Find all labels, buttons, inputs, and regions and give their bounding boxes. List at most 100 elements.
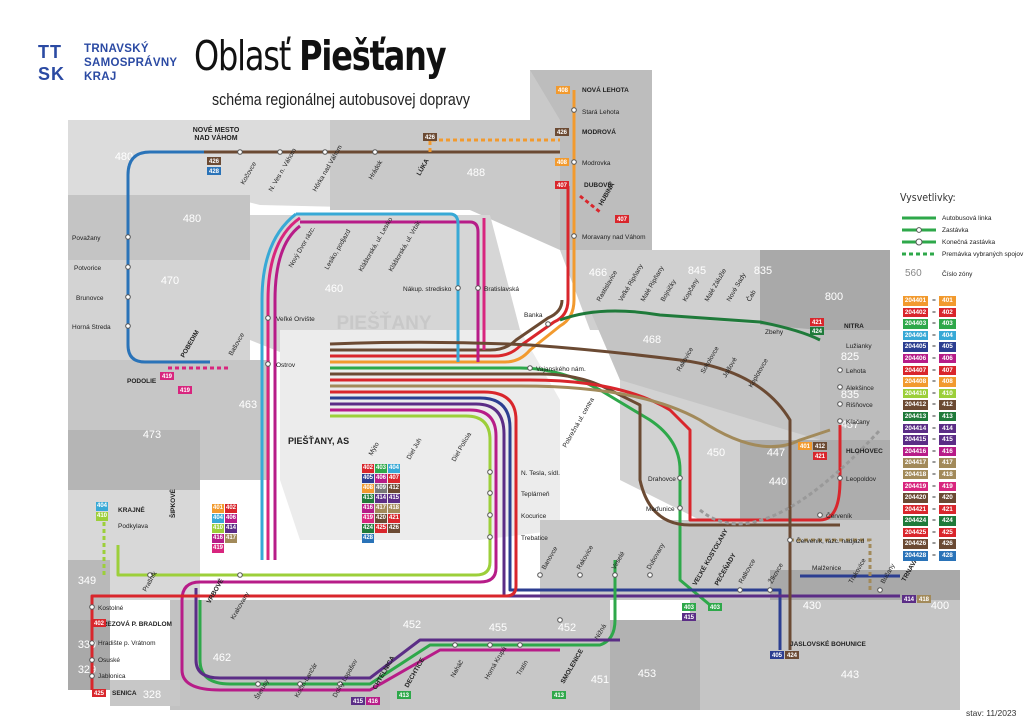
badge-426-modrova-text: 426 <box>557 130 568 136</box>
badge-413-dechtice <box>397 691 411 699</box>
line-code-row: 204406=406 <box>903 353 957 366</box>
badge-408-top <box>556 86 570 94</box>
hub-line-badge: 409 <box>375 484 387 493</box>
equals-sign: = <box>932 436 936 444</box>
hub-line-badge: 408 <box>362 484 374 493</box>
line-number: 424 <box>939 516 956 526</box>
title-light: Oblasť <box>194 32 291 80</box>
zone-number: 455 <box>489 622 507 634</box>
line-405 <box>330 396 782 650</box>
stop <box>817 512 823 518</box>
stop <box>487 512 493 518</box>
stop-label: Banka <box>524 312 543 319</box>
line-408 <box>330 90 576 364</box>
equals-sign: = <box>932 343 936 351</box>
equals-sign: = <box>932 389 936 397</box>
line-number: 405 <box>939 342 956 352</box>
hub-line-badge: 410 <box>96 512 108 521</box>
stop-label: Rišňovce <box>846 402 873 409</box>
badge-419-pobedim <box>178 386 192 394</box>
zone-number: 457 <box>841 419 859 431</box>
line-407 <box>330 186 570 358</box>
line-code-row: 204405 =405 <box>903 342 957 354</box>
badge-407-dubove-text: 407 <box>557 183 568 189</box>
line-412 <box>330 372 840 527</box>
zone-number: 462 <box>213 652 231 664</box>
stop-label: Alekšince <box>846 385 874 392</box>
stop-label: Osuské <box>98 657 120 664</box>
stop <box>372 149 378 155</box>
stop-label: Červeník <box>826 511 853 520</box>
stop <box>237 149 243 155</box>
legend-item-terminal: Konečná zastávka <box>900 237 1020 249</box>
stop <box>265 361 271 367</box>
zone-number: 845 <box>688 265 706 277</box>
stop <box>475 285 481 291</box>
stop-label: Kľačany <box>846 419 870 426</box>
badge-414-trnava-text: 414 <box>904 597 915 603</box>
stop <box>455 285 461 291</box>
zone-number: 468 <box>643 334 661 346</box>
stop <box>557 617 563 623</box>
legend: Vysvetlivky: Autobusová linka Zastávka K… <box>900 192 1023 281</box>
zone-number: 450 <box>707 447 725 459</box>
badge-413-smolenice-text: 413 <box>554 693 565 699</box>
badge-403-kostolany-text: 403 <box>684 605 695 611</box>
badge-419-pobedim-text: 419 <box>180 388 191 394</box>
legend-item-selected: Premávka vybraných spojov <box>900 249 1023 261</box>
line-code: 204410 <box>903 388 928 399</box>
stop-label: Kostolné <box>98 605 124 612</box>
legend-item-stop: Zastávka <box>900 225 1020 237</box>
stop-label: Potvorice <box>74 265 101 272</box>
line-code: 204404 <box>903 330 928 341</box>
stop-label: BREZOVÁ P. BRADLOM <box>98 619 172 628</box>
line-code-row: 204421=421 <box>903 504 957 517</box>
line-dashed-east <box>790 538 872 590</box>
stop-label: Drahovce <box>648 476 676 483</box>
line-code: 204413 <box>903 411 928 422</box>
zone-north-strip <box>530 70 652 250</box>
equals-sign: = <box>932 470 936 478</box>
line-404 <box>260 212 460 560</box>
stop <box>837 475 843 481</box>
stop <box>767 587 773 593</box>
stop-label: KRAJNÉ <box>118 505 145 514</box>
line-number: 414 <box>939 423 956 434</box>
line-code: 204405 <box>903 342 928 352</box>
hub-line-badge: 421 <box>388 514 400 523</box>
stop <box>277 149 283 155</box>
badge-425-senica-text: 425 <box>94 691 105 697</box>
line-code: 204408 <box>903 377 928 387</box>
line-401 <box>330 384 831 449</box>
zone-number: 460 <box>325 283 343 295</box>
stop-label: HLOHOVEC <box>846 448 883 455</box>
stop-label: Brunovce <box>76 295 104 302</box>
zone-numbers: 480 488 480 470 460 466 845 835 800 825 … <box>78 151 949 701</box>
stop-label: JASLOVSKÉ BOHUNICE <box>790 639 867 648</box>
line-code: 204418 <box>903 469 928 480</box>
city-label: PIEŠŤANY <box>336 312 431 334</box>
line-badges: 426 428 426 408 426 408 407 407 419 419 … <box>92 86 931 705</box>
line-code-row: 204410=410 <box>903 388 957 401</box>
stop-label: Moravany nad Váhom <box>582 234 646 241</box>
stop-label: SENICA <box>112 690 137 697</box>
badge-428 <box>207 167 221 175</box>
stop <box>452 642 458 648</box>
stop-label: Vajanského nám. <box>536 366 586 373</box>
zone-number: 466 <box>589 267 607 279</box>
stop <box>837 384 843 390</box>
equals-sign: = <box>932 366 936 374</box>
line-code: 204425 <box>903 527 928 538</box>
stop <box>255 681 261 687</box>
hub-line-badge: 404 <box>96 502 108 511</box>
stop <box>837 401 843 407</box>
legend-label: Číslo zóny <box>942 271 973 278</box>
logo-letters: TT <box>38 42 62 62</box>
badge-413-smolenice <box>552 691 566 699</box>
stop-label: NOVÁ LEHOTA <box>582 85 629 94</box>
stop <box>612 572 618 578</box>
line-number: 406 <box>939 353 956 364</box>
